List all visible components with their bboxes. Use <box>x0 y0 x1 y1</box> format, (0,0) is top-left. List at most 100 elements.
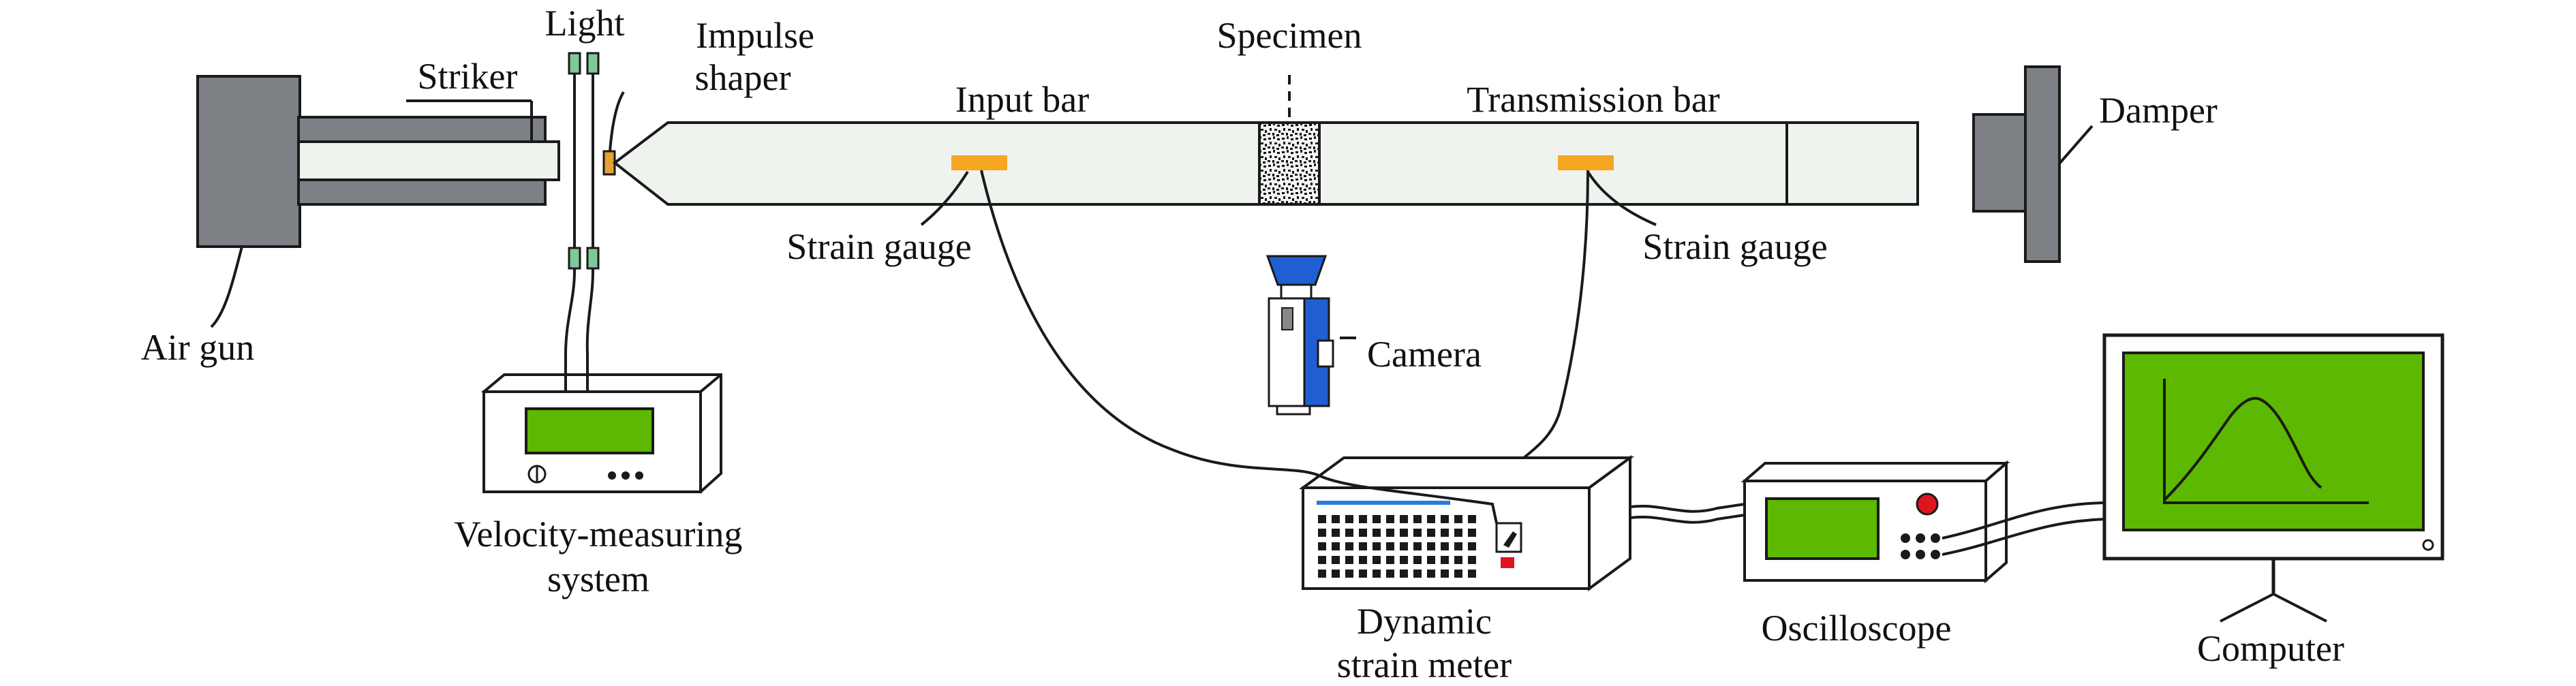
label-air-gun: Air gun <box>141 327 254 368</box>
air-gun-barrel-top <box>297 116 547 143</box>
monitor-stand-base <box>2220 593 2327 623</box>
damper-leader <box>2058 125 2094 165</box>
air-gun-leader <box>210 246 243 328</box>
label-input-bar: Input bar <box>955 79 1089 120</box>
strain-meter-key <box>1332 515 1340 523</box>
strain-meter-key <box>1454 542 1462 550</box>
camera-lens-base <box>1280 283 1313 300</box>
light-sensor-top-right <box>586 52 600 75</box>
specimen <box>1258 121 1321 206</box>
damper-plate <box>2024 65 2061 263</box>
oscilloscope-screen <box>1765 497 1880 560</box>
strain-meter-key <box>1400 515 1408 523</box>
oscilloscope-dot-5 <box>1916 550 1925 559</box>
strain-meter-key <box>1359 529 1367 537</box>
light-gates <box>568 52 600 271</box>
label-strain-gauge-left: Strain gauge <box>786 226 971 267</box>
strain-meter-key <box>1332 570 1340 578</box>
strain-meter-key <box>1454 556 1462 564</box>
strain-meter-key <box>1468 529 1476 537</box>
label-camera: Camera <box>1367 334 1482 375</box>
strain-meter-key <box>1427 529 1435 537</box>
strain-meter-key <box>1413 570 1422 578</box>
strain-meter-key <box>1468 542 1476 550</box>
strain-meter-key <box>1332 556 1340 564</box>
velocity-dot-2 <box>622 471 630 480</box>
light-sensor-top-left <box>568 52 581 75</box>
strain-meter-key <box>1345 529 1353 537</box>
label-impulse-shaper-1: Impulse <box>696 15 814 56</box>
strain-meter-key <box>1359 542 1367 550</box>
cable-oscilloscope-to-computer-2 <box>1942 518 2105 556</box>
strain-meter-key <box>1413 515 1422 523</box>
monitor-plot-curve <box>2163 396 2322 501</box>
strain-meter-key <box>1386 570 1394 578</box>
strain-meter-key <box>1441 556 1449 564</box>
strain-meter-key <box>1318 570 1326 578</box>
strain-meter-key <box>1373 542 1381 550</box>
damper <box>1972 65 2094 263</box>
strain-meter-key <box>1345 515 1353 523</box>
strain-meter-key <box>1318 556 1326 564</box>
camera-side-mount <box>1317 339 1334 368</box>
strain-meter-key <box>1318 542 1326 550</box>
oscilloscope-icon <box>1741 460 2010 584</box>
label-specimen: Specimen <box>1217 15 1362 56</box>
strain-meter-key <box>1359 556 1367 564</box>
strain-meter-key <box>1373 556 1381 564</box>
camera-viewfinder <box>1281 307 1293 330</box>
strain-meter-key <box>1373 570 1381 578</box>
strain-meter-key <box>1468 556 1476 564</box>
strain-meter-key <box>1373 529 1381 537</box>
velocity-dot-1 <box>608 471 616 480</box>
velocity-measuring-system <box>481 373 722 494</box>
light-sensor-bottom-right <box>586 247 600 270</box>
strain-meter-key <box>1427 570 1435 578</box>
damper-block <box>1972 113 2027 213</box>
oscilloscope-dot-2 <box>1916 533 1925 543</box>
strain-gauge-right-leader <box>1586 170 1657 226</box>
strain-meter-key <box>1427 556 1435 564</box>
label-impulse-shaper-2: shaper <box>695 57 791 98</box>
strain-meter-key <box>1332 542 1340 550</box>
strain-meter-key <box>1386 556 1394 564</box>
impulse-shaper-leader <box>609 91 625 152</box>
oscilloscope-top <box>1741 462 2010 482</box>
cable-transmission-gauge-to-meter <box>1522 170 1589 459</box>
air-gun-barrel-bottom <box>297 178 547 206</box>
strain-meter-key <box>1318 515 1326 523</box>
strain-meter-indicator <box>1501 557 1514 568</box>
cable-meter-to-oscilloscope-2 <box>1629 514 1745 524</box>
air-gun-housing <box>196 75 301 248</box>
cable-input-gauge-to-meter <box>980 170 1498 524</box>
strain-meter-key <box>1386 515 1394 523</box>
monitor-screen <box>2122 352 2425 531</box>
camera-base <box>1276 405 1311 416</box>
cable-oscilloscope-to-computer-1 <box>1942 501 2105 540</box>
oscilloscope-power-button <box>1916 493 1939 516</box>
input-bar <box>612 121 1261 206</box>
label-dynamic-2: strain meter <box>1337 644 1512 685</box>
strain-meter-key <box>1373 515 1381 523</box>
strain-meter-key <box>1359 570 1367 578</box>
strain-meter-key <box>1454 529 1462 537</box>
strain-meter-key <box>1345 556 1353 564</box>
light-cable-right <box>585 270 594 392</box>
strain-meter-key <box>1427 515 1435 523</box>
oscilloscope-dot-4 <box>1901 550 1910 559</box>
strain-meter-plug <box>1503 531 1517 548</box>
strain-meter-key <box>1400 556 1408 564</box>
label-dynamic-1: Dynamic <box>1357 601 1492 642</box>
camera-icon <box>1266 255 1334 416</box>
monitor-plot-axes <box>2163 379 2369 504</box>
label-transmission-bar: Transmission bar <box>1467 79 1720 120</box>
light-cable-left <box>564 270 576 392</box>
light-sensor-bottom-left <box>568 247 581 270</box>
oscilloscope-dot-6 <box>1931 550 1940 559</box>
strain-meter-key <box>1454 570 1462 578</box>
velocity-dot-3 <box>635 471 643 480</box>
strain-meter-key <box>1318 529 1326 537</box>
strain-gauge-input <box>951 155 1007 170</box>
label-velocity-2: system <box>547 559 649 599</box>
